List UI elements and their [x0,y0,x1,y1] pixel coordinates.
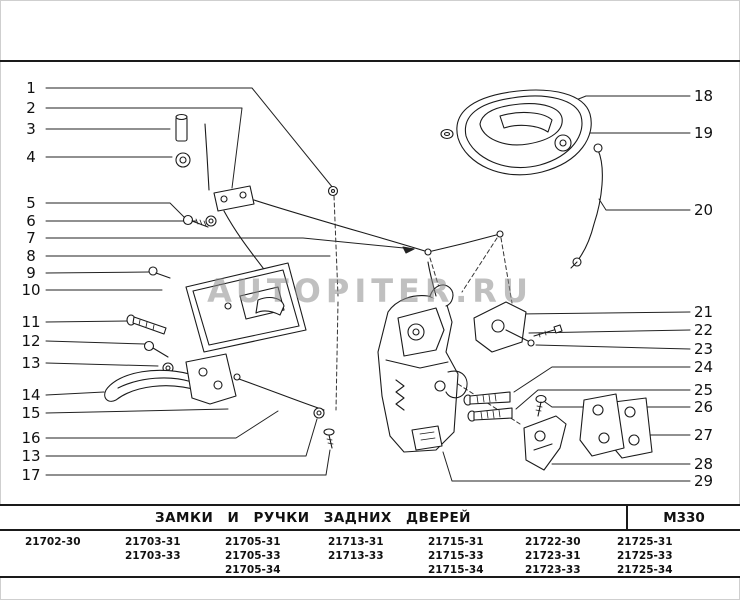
sheet-code: М330 [626,506,740,529]
part-number: 21703-33 [125,550,181,562]
footer-title-row: ЗАМКИ И РУЧКИ ЗАДНИХ ДВЕРЕЙ М330 [0,504,740,531]
callout-number-right-11: 28 [694,455,714,473]
handle-link-rod [233,373,335,449]
applicability-part-numbers: 21702-30 21703-31 21703-33 21705-31 21705-33… [0,531,740,578]
callout-number-left-16: 16 [21,429,41,447]
part-number-column-1: 21702-30 [25,535,81,549]
part-number: 21705-34 [225,564,281,576]
outer-door-handle [104,353,237,405]
part-number: 21713-33 [328,550,384,562]
diagram-title: ЗАМКИ И РУЧКИ ЗАДНИХ ДВЕРЕЙ [155,509,471,526]
exploded-parts-diagram [45,87,691,482]
part-number: 21722-30 [525,536,581,548]
callout-number-right-7: 24 [694,358,714,376]
callout-number-right-9: 26 [694,398,714,416]
part-number-column-5: 21715-31 21715-33 21715-34 [428,535,484,577]
callout-number-left-8: 8 [26,247,36,265]
part-number: 21702-30 [25,536,81,548]
callout-number-left-12: 12 [21,332,41,350]
striker-plates [523,393,653,471]
callout-number-left-15: 15 [21,404,41,422]
callout-number-right-5: 22 [694,321,714,339]
lock-link-rod [570,143,603,269]
lock-actuating-rod [253,199,504,256]
part-number: 21705-31 [225,536,281,548]
callout-number-left-6: 6 [26,212,36,230]
part-number: 21715-34 [428,564,484,576]
part-number: 21725-31 [617,536,673,548]
left-fasteners [126,266,174,374]
part-number: 21723-31 [525,550,581,562]
callout-number-right-8: 25 [694,381,714,399]
callout-number-left-1: 1 [26,79,36,97]
part-number-column-6: 21722-30 21723-31 21723-33 [525,535,581,577]
part-number: 21703-31 [125,536,181,548]
callout-number-left-13: 13 [21,354,41,372]
callout-number-right-1: 18 [694,87,714,105]
part-number-column-4: 21713-31 21713-33 [328,535,384,563]
leader-lines [45,87,691,482]
screw-and-washer [182,214,217,228]
footer-table: ЗАМКИ И РУЧКИ ЗАДНИХ ДВЕРЕЙ М330 21702-3… [0,504,740,578]
part-number-column-7: 21725-31 21725-33 21725-34 [617,535,673,577]
part-number: 21723-33 [525,564,581,576]
exterior-handle-assembly [440,89,592,176]
inner-handle-bezel [185,262,307,353]
callout-number-right-4: 21 [694,303,714,321]
callout-number-left-17: 13 [21,447,41,465]
callout-number-left-18: 17 [21,466,41,484]
callout-number-left-14: 14 [21,386,41,404]
lock-knob-assembly [175,113,339,273]
door-lock-assembly [377,261,468,453]
callout-number-right-12: 29 [694,472,714,490]
part-number: 21725-34 [617,564,673,576]
callout-number-left-10: 10 [21,281,41,299]
part-number: 21725-33 [617,550,673,562]
callout-number-left-4: 4 [26,148,36,166]
callout-number-left-5: 5 [26,194,36,212]
callout-number-right-6: 23 [694,340,714,358]
callout-number-left-2: 2 [26,99,36,117]
striker-bracket [473,301,563,353]
callout-number-left-7: 7 [26,229,36,247]
callout-number-left-11: 11 [21,313,41,331]
part-number: 21715-31 [428,536,484,548]
stud-bolts [463,391,547,422]
callout-number-left-3: 3 [26,120,36,138]
callout-number-right-2: 19 [694,124,714,142]
part-number: 21713-31 [328,536,384,548]
part-number-column-2: 21703-31 21703-33 [125,535,181,563]
part-number-column-3: 21705-31 21705-33 21705-34 [225,535,281,577]
callout-number-left-9: 9 [26,264,36,282]
callout-number-right-3: 20 [694,201,714,219]
top-border-rule [0,60,740,62]
callout-number-right-10: 27 [694,426,714,444]
part-number: 21705-33 [225,550,281,562]
part-number: 21715-33 [428,550,484,562]
